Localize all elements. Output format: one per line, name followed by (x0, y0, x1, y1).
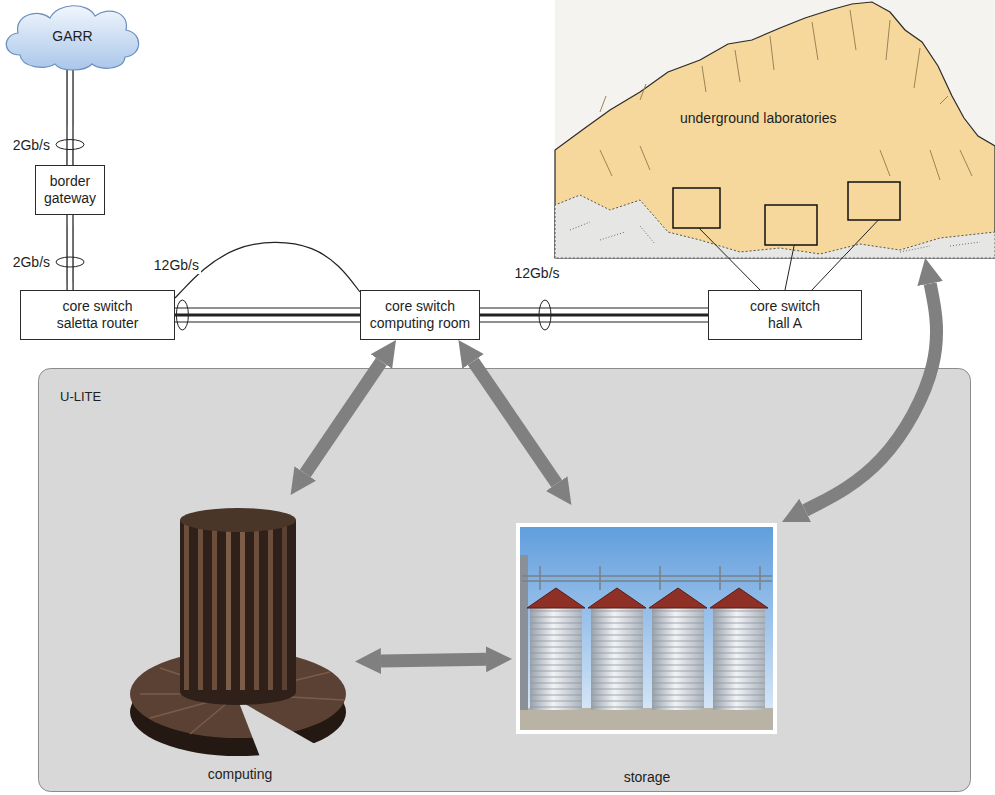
mountain-illustration-part (555, 195, 995, 258)
edge-group (56, 70, 937, 661)
flow-arrow-shaft (305, 362, 381, 474)
leader-lines (699, 220, 878, 290)
bundle-ring (176, 300, 188, 330)
label-holder: 12Gb/s (512, 264, 561, 282)
cray-computer-illustration-part (180, 520, 296, 692)
storage-figure: storage (512, 505, 782, 790)
network-link (480, 300, 708, 330)
cray-computer-illustration-part (268, 524, 273, 690)
node-label: border gateway (41, 173, 99, 207)
silo-storage-illustration-part (520, 555, 528, 710)
data-flow-arrow (305, 362, 381, 474)
node-label: core switch hall A (743, 298, 827, 332)
silo-storage-illustration (518, 525, 775, 732)
mountain-illustration-part (555, 2, 995, 258)
cray-computer-illustration-part (212, 524, 217, 690)
bandwidth-label: 12Gb/s (152, 257, 201, 274)
bandwidth-label: 12Gb/s (512, 265, 561, 282)
computing-figure: computing (125, 495, 355, 787)
cray-computer-illustration (130, 508, 346, 762)
network-cloud: GARR (0, 0, 145, 72)
cray-computer-illustration-part (180, 508, 296, 532)
node-label: core switch computing room (367, 298, 473, 332)
gateway-box: border gateway (35, 165, 105, 215)
switch-box: core switch computing room (360, 290, 480, 340)
network-link (175, 242, 360, 330)
bundle-ring (539, 300, 551, 330)
cray-computer-illustration-part (282, 524, 287, 690)
silo-storage-illustration-part (530, 607, 582, 710)
label-holder: 12Gb/s (152, 256, 201, 274)
bundle-ring (56, 257, 84, 267)
silo-storage-illustration-part (591, 607, 643, 710)
switch-box: core switch saletta router (20, 290, 175, 340)
data-flow-arrow (473, 361, 557, 483)
link-strand (175, 314, 360, 317)
flow-arrow-shaft (381, 659, 486, 661)
link-strand (175, 307, 360, 308)
node-label: U-LITE (60, 388, 971, 405)
switch-box: core switch hall A (708, 290, 862, 340)
link-strand (66, 70, 67, 165)
cray-computer-illustration-part (240, 524, 245, 690)
backdrop-layer (39, 369, 971, 792)
network-link (699, 220, 878, 290)
data-flow-arrow (381, 659, 486, 661)
mountain-illustration-part (848, 182, 900, 220)
link-strand (480, 314, 708, 317)
link-strand (72, 70, 73, 165)
bandwidth-label: 2Gb/s (11, 137, 52, 154)
network-link (56, 70, 84, 165)
cray-computer-illustration-part (198, 524, 203, 690)
cray-computer-illustration-part (184, 524, 189, 690)
cray-computer-illustration-part (238, 700, 322, 762)
link-arc (175, 242, 360, 298)
link-strand (480, 307, 708, 308)
silo-storage-illustration-part (652, 607, 704, 710)
bandwidth-label: 2Gb/s (11, 254, 52, 271)
silo-storage-illustration-part (522, 566, 772, 590)
mountain-illustration-part (570, 222, 980, 252)
silo-storage-illustration-part (518, 525, 775, 732)
link-strand (175, 321, 360, 322)
group-panel: U-LITE computing storage (38, 368, 971, 792)
silo-storage-illustration-part (713, 607, 765, 710)
silo-storage-illustration-part (520, 708, 773, 730)
silo-storage-illustration-part (652, 607, 704, 710)
mountain-illustration-part (600, 10, 972, 180)
bundle-ring (56, 140, 84, 150)
group-panel-backdrop (39, 369, 971, 792)
node-label: core switch saletta router (48, 298, 147, 332)
silo-storage-illustration-part (530, 607, 582, 710)
label-holder: 2Gb/s (11, 253, 52, 271)
cray-computer-illustration-part (226, 524, 231, 690)
mountain-illustration-part (673, 188, 720, 228)
silo-storage-illustration-part (527, 588, 585, 608)
link-strand (66, 215, 67, 290)
link-strand (72, 215, 73, 290)
node-label: computing (208, 766, 273, 783)
node-label: GARR (52, 28, 92, 45)
silo-storage-illustration-part (713, 607, 765, 710)
label-holder: 2Gb/s (11, 136, 52, 154)
mountain-illustration-part (555, 0, 995, 258)
cloud-shape (6, 6, 138, 70)
silo-storage-illustration-part (649, 588, 707, 608)
link-strand (480, 321, 708, 322)
silo-storage-illustration-part (591, 607, 643, 710)
silo-storage-illustration-part (588, 588, 646, 608)
cray-computer-illustration-part (254, 524, 259, 690)
mountain-illustration-part (765, 205, 817, 245)
node-label: underground laboratories (680, 110, 995, 127)
network-link (56, 215, 84, 290)
flow-arrow-shaft (473, 361, 557, 483)
laboratory-panel: underground laboratories (555, 0, 995, 258)
silo-storage-illustration-part (710, 588, 768, 608)
mountain-illustration (555, 0, 995, 258)
node-label: storage (624, 769, 671, 786)
